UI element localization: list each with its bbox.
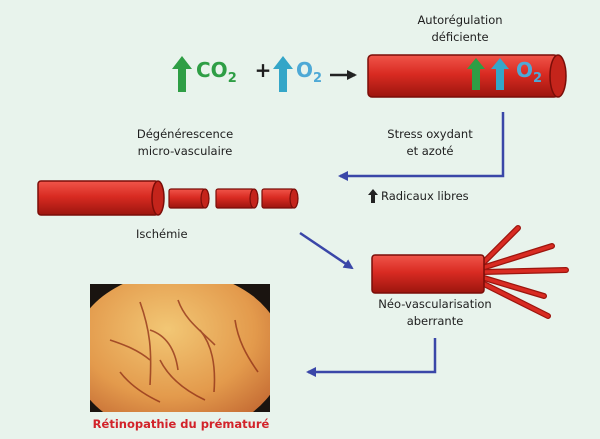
degeneration-line2: micro-vasculaire	[137, 144, 233, 158]
radicaux-label: Radicaux libres	[381, 189, 469, 203]
neovascular-vessel	[371, 225, 569, 319]
stress-label: Stress oxydant et azoté	[370, 126, 490, 160]
o2-right-label: O2	[516, 60, 543, 87]
neovasc-line1: Néo-vascularisation	[378, 297, 492, 311]
degeneration-label: Dégénérescence micro-vasculaire	[120, 126, 250, 160]
fragmented-vessel	[37, 180, 299, 216]
autoregulation-label: Autorégulation déficiente	[400, 12, 520, 46]
radicaux-up-arrow-icon	[368, 189, 378, 203]
retina-image	[90, 284, 270, 412]
stress-line1: Stress oxydant	[387, 127, 473, 141]
stress-line2: et azoté	[406, 144, 454, 158]
ischemie-to-neo-arrow-icon	[299, 231, 354, 270]
top-vessel	[367, 54, 567, 98]
co2-subscript: 2	[227, 71, 237, 86]
autoregulation-line1: Autorégulation	[417, 13, 503, 27]
o2-right-text: O	[516, 58, 534, 82]
autoregulation-line2: déficiente	[431, 30, 489, 44]
retina-caption: Rétinopathie du prématuré	[92, 417, 270, 431]
o2-left-text: O	[296, 58, 314, 82]
ischemie-label: Ischémie	[136, 227, 188, 241]
neovasc-label: Néo-vascularisation aberrante	[365, 296, 505, 330]
o2-left-label: O2	[296, 60, 323, 87]
o2-right-subscript: 2	[533, 71, 543, 86]
co2-increase-arrow-icon	[172, 56, 192, 92]
o2-increase-arrow-icon	[273, 56, 293, 92]
o2-left-subscript: 2	[313, 71, 323, 86]
plus-sign: +	[254, 58, 272, 82]
degeneration-line1: Dégénérescence	[136, 127, 234, 141]
vessel-co2-arrow-icon	[467, 58, 485, 90]
neo-to-retina-arrow-icon	[306, 338, 437, 377]
stress-flow-arrow-icon	[338, 112, 505, 181]
neovasc-line2: aberrante	[406, 314, 464, 328]
co2-label: CO2	[196, 60, 237, 87]
vessel-o2-arrow-icon	[491, 58, 509, 90]
co2-text: CO	[196, 58, 228, 82]
